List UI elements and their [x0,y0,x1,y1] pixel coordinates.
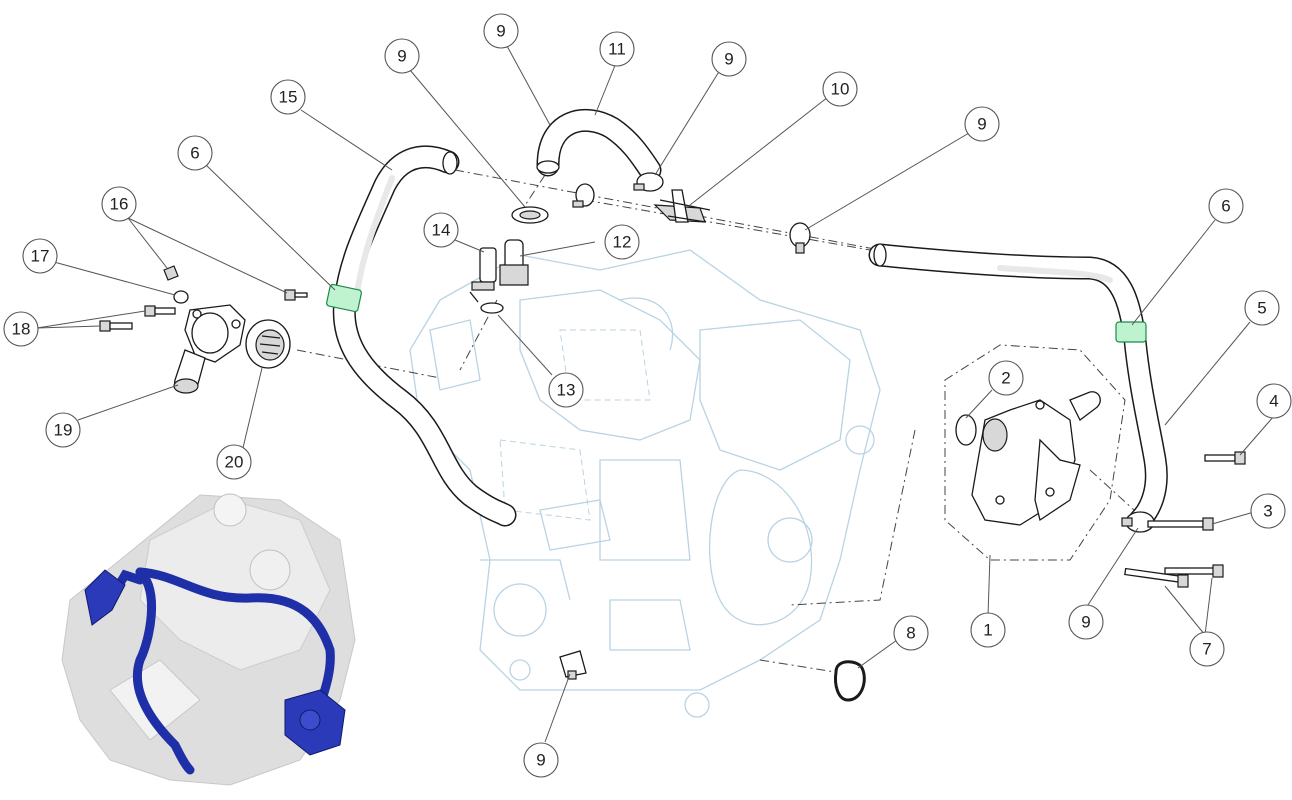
sensor-fitting [499,239,529,286]
gasket-8 [834,660,866,702]
callout-12: 12 [604,224,640,260]
hose-clamp-icon-group [511,172,1155,680]
thermostat [245,319,291,369]
bolt-3 [1147,517,1214,531]
callout-9-d: 9 [964,106,1000,142]
svg-text:3: 3 [1263,502,1272,521]
svg-text:9: 9 [977,115,986,134]
callout-7: 7 [1189,631,1225,667]
hose-clamp-icon [789,222,811,254]
svg-text:10: 10 [831,80,850,99]
bolt-16b [163,265,179,281]
o-ring-13 [480,302,504,314]
engine-ghost-outline [409,249,881,718]
svg-text:20: 20 [225,453,244,472]
callout-20: 20 [216,444,252,480]
callout-6-right: 6 [1208,188,1244,224]
svg-text:16: 16 [110,195,129,214]
svg-text:9: 9 [397,47,406,66]
callout-10: 10 [822,71,858,107]
hose-clamp-icon [511,206,549,224]
svg-text:9: 9 [496,22,505,41]
bolt-18b [99,320,133,332]
temperature-sensor [469,247,497,303]
water-pump-assembly [944,344,1126,561]
callout-15: 15 [270,79,306,115]
svg-text:15: 15 [279,88,298,107]
callout-17: 17 [22,238,58,274]
bolt-16 [284,289,308,301]
hose-clamp-icon [633,172,664,192]
callout-3: 3 [1250,493,1286,529]
callout-11: 11 [599,31,635,67]
hose-clamp-icon [559,650,587,680]
inset-hose-blue [84,567,346,775]
callout-2: 2 [988,360,1024,396]
callout-14: 14 [423,212,459,248]
callout-1: 1 [970,612,1006,648]
hose-11 [536,109,662,182]
y-connector [653,189,711,223]
bolt-7a [1164,564,1224,578]
callout-9-f: 9 [523,742,559,778]
svg-text:14: 14 [432,221,451,240]
o-ring-2 [955,414,977,446]
thermostat-housing [173,304,246,394]
bolt-7b [1124,567,1189,588]
leader-lines [36,45,1275,743]
callout-9-e: 9 [1068,604,1104,640]
inset-reference-image [61,493,356,786]
svg-text:19: 19 [54,421,73,440]
svg-text:9: 9 [724,50,733,69]
callout-9-c: 9 [711,41,747,77]
svg-text:5: 5 [1257,299,1266,318]
svg-text:6: 6 [1221,197,1230,216]
hose-clamp-icon [572,183,595,208]
callouts: 1 2 3 4 5 6 6 7 8 9 9 9 9 9 9 10 11 12 1… [3,13,1292,778]
bolt-18a [144,305,176,317]
svg-text:6: 6 [190,144,199,163]
svg-text:12: 12 [613,233,632,252]
svg-text:2: 2 [1001,369,1010,388]
svg-text:9: 9 [536,751,545,770]
hose-clip-6-left [326,283,362,313]
callout-8: 8 [893,615,929,651]
hose-clip-6-right [1115,321,1147,343]
svg-text:13: 13 [557,381,576,400]
svg-text:7: 7 [1202,640,1211,659]
svg-text:1: 1 [983,621,992,640]
svg-text:17: 17 [31,247,50,266]
callout-16: 16 [101,186,137,222]
svg-text:8: 8 [906,624,915,643]
svg-text:11: 11 [608,40,626,59]
callout-19: 19 [45,412,81,448]
callout-9-b: 9 [483,13,519,49]
hose-15 [332,145,517,527]
washer-17 [173,290,189,304]
callout-6-left: 6 [177,135,213,171]
callout-5: 5 [1244,290,1280,326]
callout-13: 13 [548,372,584,408]
svg-text:18: 18 [12,320,31,339]
callout-9-a: 9 [384,38,420,74]
svg-text:4: 4 [1269,392,1278,411]
callout-4: 4 [1256,383,1292,419]
bolt-4 [1204,451,1246,465]
svg-text:9: 9 [1081,613,1090,632]
callout-18: 18 [3,311,39,347]
